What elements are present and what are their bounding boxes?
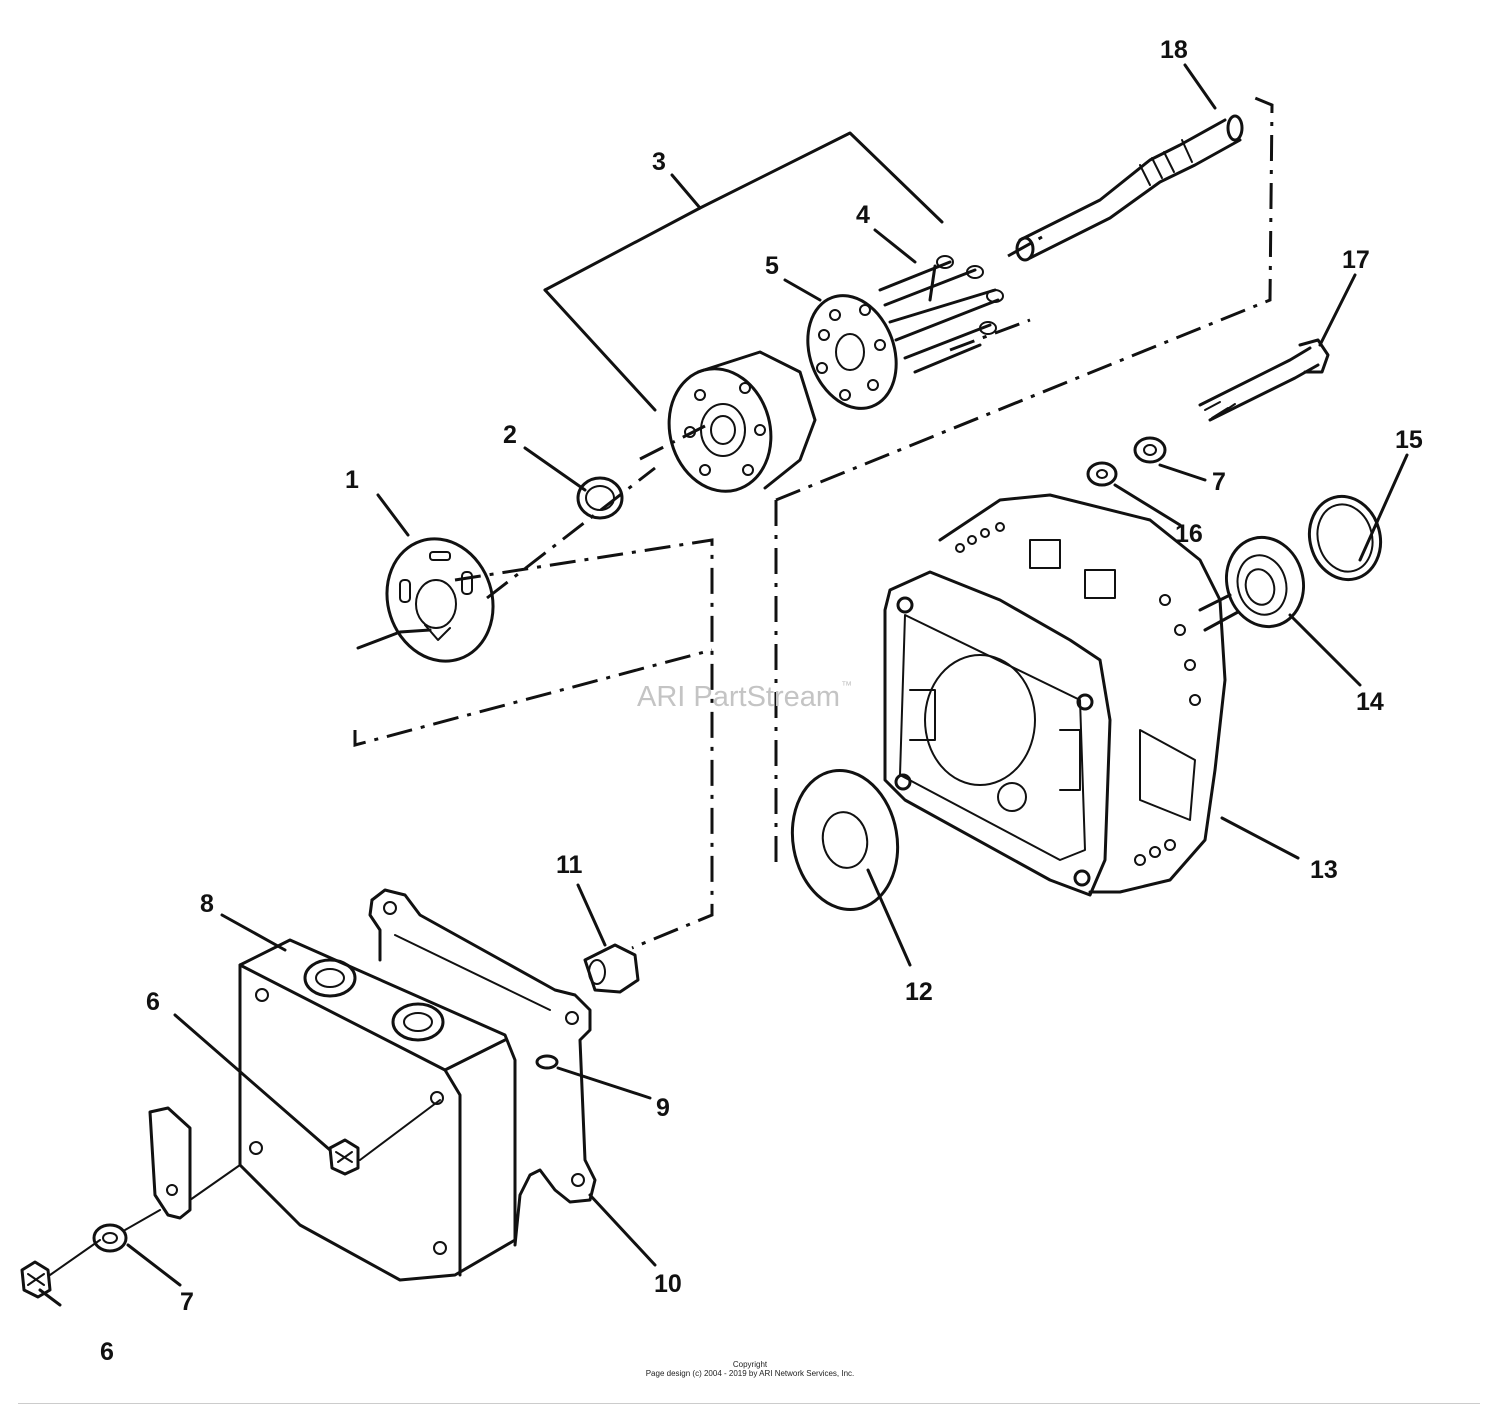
callout-labels: 1 2 3 4 5 6 6 7 7 8 9 10 11 12 13 14 15 …	[100, 36, 1423, 1366]
callout-8[interactable]: 8	[200, 890, 214, 918]
callout-3[interactable]: 3	[652, 148, 666, 176]
part-15-retaining-ring	[1307, 494, 1383, 582]
callout-1[interactable]: 1	[345, 466, 359, 494]
part-8-end-cap	[238, 938, 517, 1282]
part-3-cylinder-barrel	[667, 350, 817, 493]
bottom-divider	[18, 1403, 1480, 1404]
watermark: ARI PartStream™	[637, 680, 852, 714]
part-14-bearing	[1198, 535, 1306, 632]
part-17-bolt	[1198, 338, 1330, 422]
callout-6-lower[interactable]: 6	[100, 1338, 114, 1366]
part-18-shaft	[1015, 114, 1244, 262]
part-12-thrust-washer	[790, 768, 900, 912]
watermark-text: ARI PartStream	[637, 681, 841, 713]
watermark-trademark: ™	[841, 680, 853, 692]
page-design-line: Page design (c) 2004 - 2019 by ARI Netwo…	[645, 1369, 855, 1378]
callout-15[interactable]: 15	[1395, 426, 1423, 454]
part-2-snap-ring	[576, 476, 624, 520]
part-11-nut	[583, 943, 640, 994]
part-4-pistons	[878, 255, 1004, 374]
callout-13[interactable]: 13	[1310, 856, 1338, 884]
callout-17[interactable]: 17	[1342, 246, 1370, 274]
part-5-retainer-plate	[806, 294, 898, 410]
item-3-bracket	[543, 131, 944, 412]
alignment-lines	[353, 96, 1274, 950]
part-7-washer-upper	[1133, 436, 1167, 464]
shim-plate	[148, 1106, 192, 1220]
part-7-washer-lower	[92, 1223, 128, 1253]
callout-7-upper[interactable]: 7	[1212, 468, 1226, 496]
part-10-gasket	[368, 888, 597, 1247]
part-13-housing	[883, 493, 1227, 897]
callout-6-upper[interactable]: 6	[146, 988, 160, 1016]
callout-7-lower[interactable]: 7	[180, 1288, 194, 1316]
part-1-valve-plate	[356, 537, 495, 663]
copyright-footer: Copyright Page design (c) 2004 - 2019 by…	[0, 1360, 1500, 1378]
callout-10[interactable]: 10	[654, 1270, 682, 1298]
callout-18[interactable]: 18	[1160, 36, 1188, 64]
part-16-washer	[1086, 461, 1118, 487]
callout-16[interactable]: 16	[1175, 520, 1203, 548]
part-6-screw-upper	[328, 1138, 360, 1176]
part-9-dowel-pin	[535, 1054, 559, 1070]
callout-9[interactable]: 9	[656, 1094, 670, 1122]
callout-5[interactable]: 5	[765, 252, 779, 280]
leader-lines	[38, 63, 1409, 1307]
screw-alignment-lines	[49, 1099, 441, 1276]
callout-12[interactable]: 12	[905, 978, 933, 1006]
callout-14[interactable]: 14	[1356, 688, 1384, 716]
callout-4[interactable]: 4	[856, 201, 870, 229]
callout-2[interactable]: 2	[503, 421, 517, 449]
callout-11[interactable]: 11	[556, 851, 583, 879]
copyright-line: Copyright	[732, 1360, 768, 1369]
part-6-screw-lower	[20, 1260, 52, 1299]
